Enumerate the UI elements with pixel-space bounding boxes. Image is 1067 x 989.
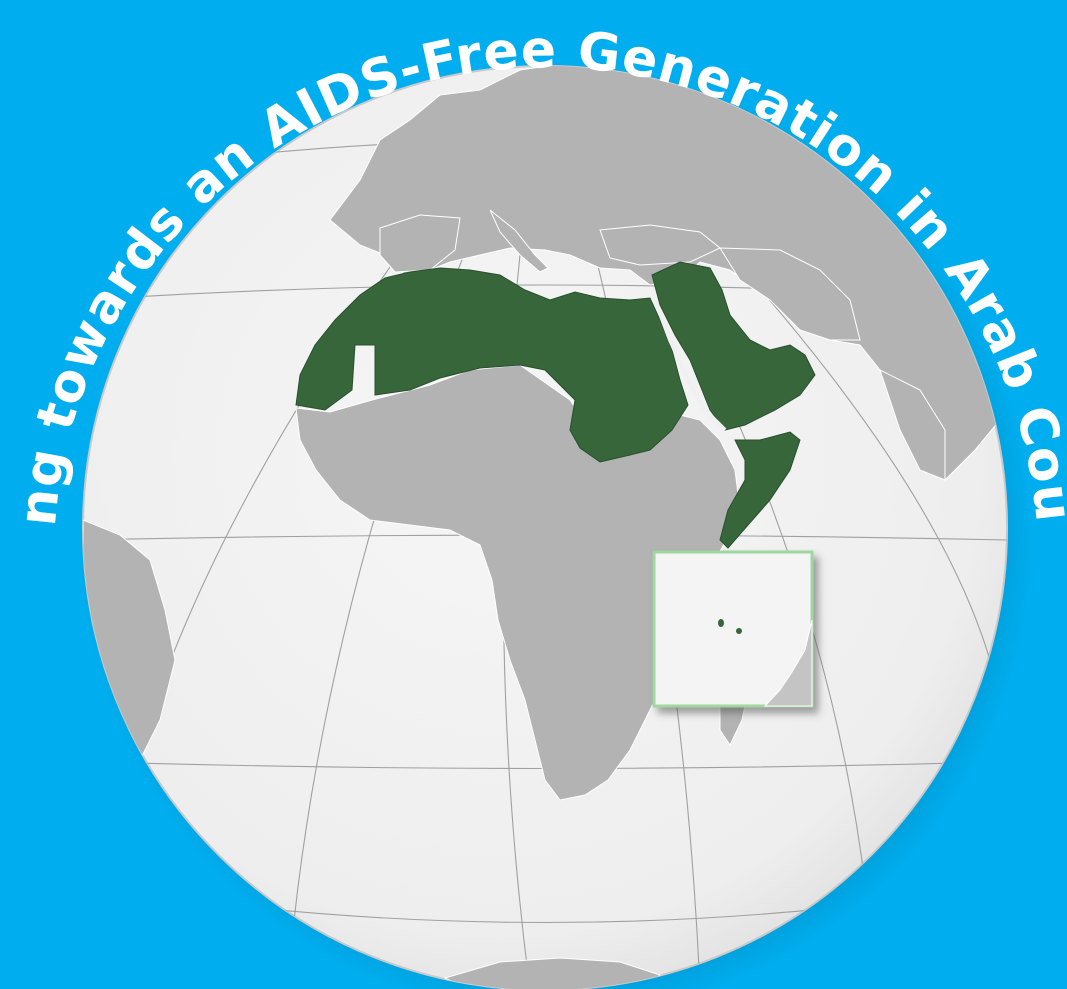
highlight-somalia (719, 431, 801, 549)
comoros-inset (652, 550, 814, 708)
land-india (879, 369, 946, 481)
inset-coast (763, 619, 813, 707)
land-iberia (379, 214, 461, 273)
red-sea (653, 299, 727, 432)
comoros-island-1 (718, 619, 724, 627)
land-italy (489, 209, 549, 273)
comoros-island-2 (736, 628, 742, 634)
highlight-north-africa (295, 267, 689, 463)
land-turkey (599, 224, 721, 266)
highlight-arabia (651, 261, 816, 431)
land-iran (719, 247, 861, 341)
land-antarctica (443, 957, 662, 989)
